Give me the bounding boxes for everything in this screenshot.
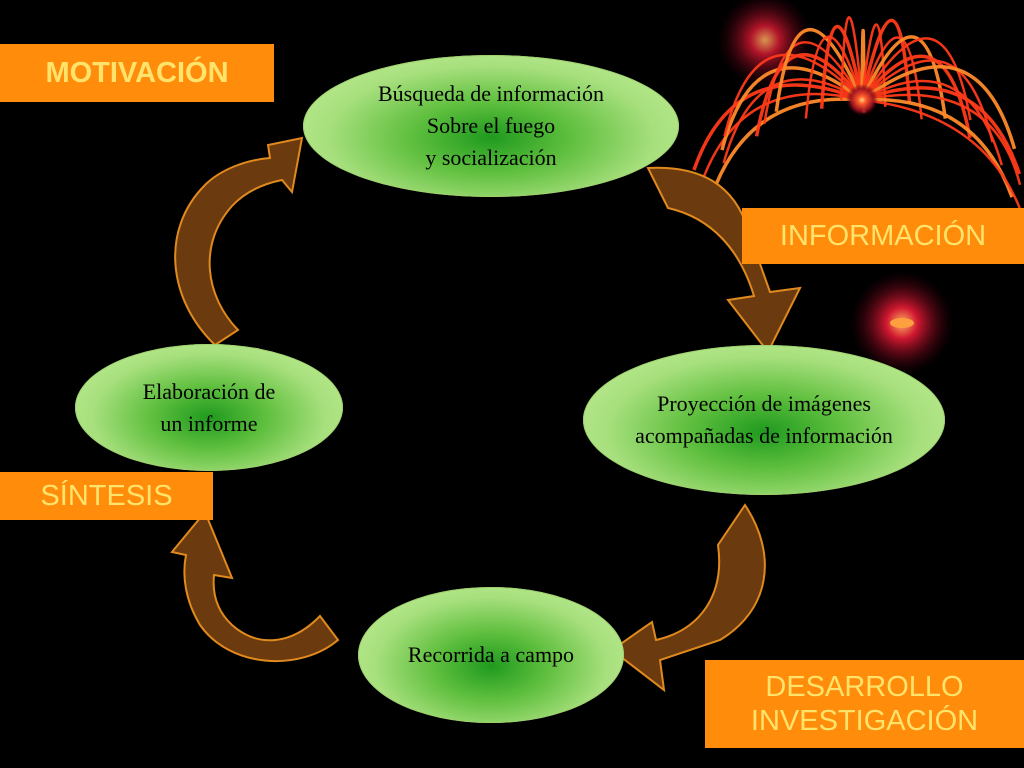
firework-streak bbox=[722, 78, 863, 164]
firework-streak bbox=[763, 41, 864, 125]
firework-streak bbox=[861, 79, 1004, 166]
node-elaboracion-line-2: un informe bbox=[160, 410, 258, 436]
node-proyeccion: Proyección de imágenes acompañadas de in… bbox=[583, 345, 945, 495]
node-elaboracion: Elaboración de un informe bbox=[75, 344, 343, 471]
node-busqueda: Búsqueda de información Sobre el fuego y… bbox=[303, 55, 679, 197]
label-desarrollo-investigacion: DESARROLLO INVESTIGACIÓN bbox=[705, 660, 1024, 748]
firework-streak bbox=[860, 23, 887, 107]
firework-streak bbox=[774, 28, 864, 112]
firework-streak bbox=[840, 16, 864, 101]
node-busqueda-line-3: y socialización bbox=[425, 145, 557, 170]
node-recorrida-line-1: Recorrida a campo bbox=[407, 642, 575, 667]
node-proyeccion-line-2: acompañadas de información bbox=[635, 423, 893, 448]
firework-streak bbox=[819, 24, 864, 109]
firework-streak bbox=[860, 37, 972, 121]
node-elaboracion-line-1: Elaboración de bbox=[142, 378, 276, 404]
arrow-recorrida-to-elaboracion bbox=[170, 510, 340, 663]
firework-streak bbox=[860, 65, 1017, 150]
firework-streak bbox=[754, 53, 864, 137]
node-proyeccion-line-1: Proyección de imágenes bbox=[657, 391, 871, 416]
label-sintesis: SÍNTESIS bbox=[0, 472, 213, 520]
label-motivacion: MOTIVACIÓN bbox=[0, 44, 274, 102]
firework-streak bbox=[860, 35, 948, 119]
arrow-proyeccion-to-recorrida bbox=[610, 503, 766, 693]
label-desarrollo-line-2: INVESTIGACIÓN bbox=[750, 705, 979, 737]
firework-streak bbox=[861, 93, 1022, 186]
firework-streak bbox=[723, 53, 863, 137]
firework-streak bbox=[720, 66, 864, 151]
firework-streak bbox=[861, 98, 1022, 210]
firework-streak bbox=[861, 86, 1022, 175]
arrow-elaboracion-to-busqueda bbox=[174, 136, 304, 347]
label-informacion: INFORMACIÓN bbox=[742, 208, 1024, 264]
firework-streak bbox=[710, 97, 863, 196]
firework-streak bbox=[692, 83, 863, 171]
node-recorrida: Recorrida a campo bbox=[358, 587, 624, 723]
node-busqueda-line-1: Búsqueda de información bbox=[377, 81, 605, 106]
node-busqueda-line-2: Sobre el fuego bbox=[426, 113, 556, 138]
firework-streak bbox=[804, 35, 864, 119]
label-desarrollo-line-1: DESARROLLO bbox=[765, 671, 964, 703]
